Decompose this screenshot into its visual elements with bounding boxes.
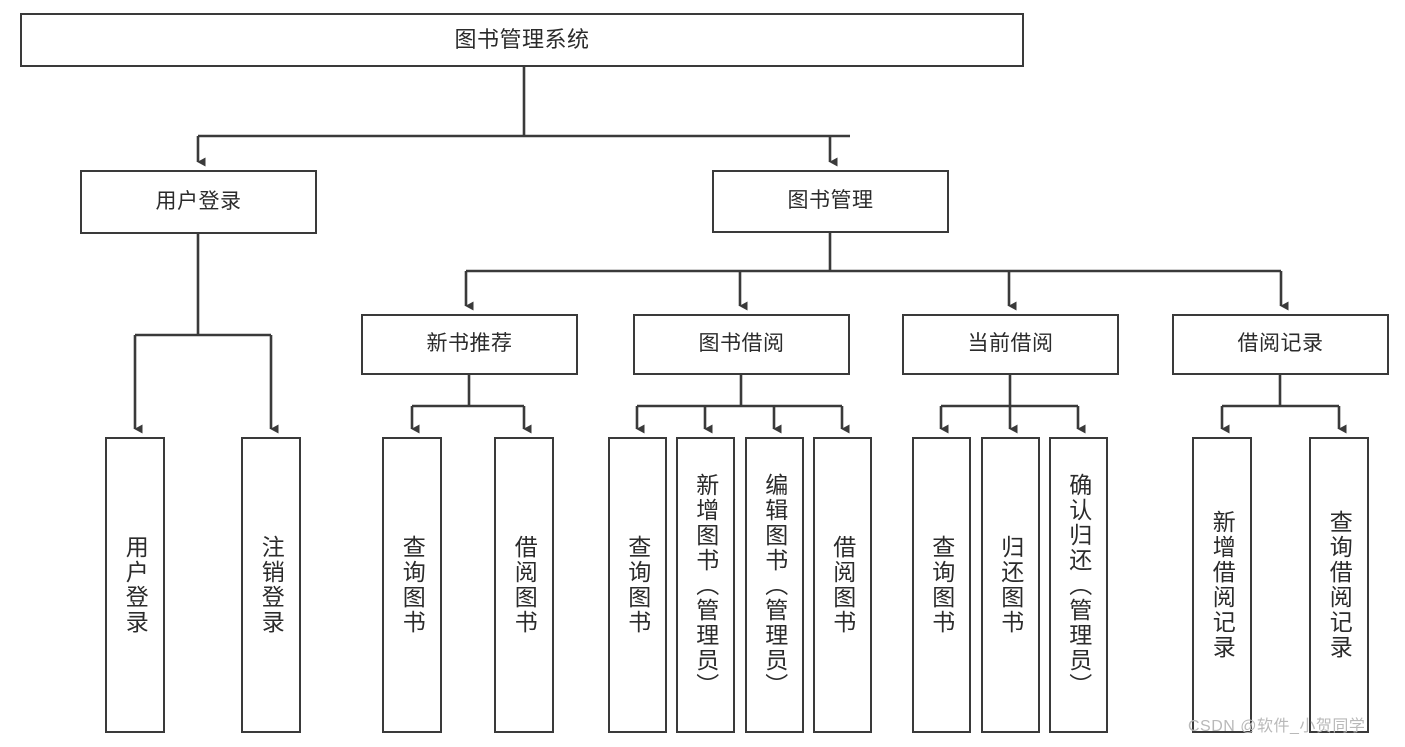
node-leaf-query-book-1[interactable]: 查询图书: [382, 437, 442, 733]
node-label: 编辑图书（管理员）: [761, 472, 788, 698]
node-label: 新增图书（管理员）: [692, 472, 719, 698]
node-leaf-borrow-book-1[interactable]: 借阅图书: [494, 437, 554, 733]
node-label: 确认归还（管理员）: [1065, 472, 1092, 698]
node-leaf-add-book-admin[interactable]: 新增图书（管理员）: [676, 437, 735, 733]
node-label: 查询借阅记录: [1326, 510, 1353, 660]
node-leaf-query-borrowing-record[interactable]: 查询借阅记录: [1309, 437, 1369, 733]
node-label: 图书借阅: [698, 332, 785, 356]
node-user-login[interactable]: 用户登录: [80, 170, 317, 234]
node-root-book-management-system[interactable]: 图书管理系统: [20, 13, 1024, 67]
node-label: 图书管理: [787, 189, 874, 213]
node-leaf-logout[interactable]: 注销登录: [241, 437, 301, 733]
node-label: 归还图书: [997, 535, 1024, 635]
node-leaf-confirm-return-admin[interactable]: 确认归还（管理员）: [1049, 437, 1108, 733]
node-leaf-query-book-2[interactable]: 查询图书: [608, 437, 667, 733]
node-label: 借阅图书: [829, 535, 856, 635]
node-leaf-borrow-book-2[interactable]: 借阅图书: [813, 437, 872, 733]
node-leaf-user-login[interactable]: 用户登录: [105, 437, 165, 733]
node-borrowing-record[interactable]: 借阅记录: [1172, 314, 1389, 375]
node-label: 借阅记录: [1237, 332, 1324, 356]
node-label: 注销登录: [258, 535, 285, 635]
node-label: 当前借阅: [967, 332, 1054, 356]
node-label: 查询图书: [399, 535, 426, 635]
node-label: 新增借阅记录: [1209, 510, 1236, 660]
node-current-borrowing[interactable]: 当前借阅: [902, 314, 1119, 375]
node-book-management[interactable]: 图书管理: [712, 170, 949, 233]
node-label: 用户登录: [122, 535, 149, 635]
node-leaf-add-borrowing-record[interactable]: 新增借阅记录: [1192, 437, 1252, 733]
node-label: 图书管理系统: [454, 27, 590, 53]
node-new-book-recommendation[interactable]: 新书推荐: [361, 314, 578, 375]
node-book-borrowing[interactable]: 图书借阅: [633, 314, 850, 375]
node-label: 用户登录: [155, 189, 242, 213]
csdn-watermark: CSDN @软件_小贺同学: [1188, 718, 1366, 735]
node-label: 查询图书: [928, 535, 955, 635]
node-leaf-return-book[interactable]: 归还图书: [981, 437, 1040, 733]
node-label: 新书推荐: [426, 332, 513, 356]
node-label: 查询图书: [624, 535, 651, 635]
node-label: 借阅图书: [511, 535, 538, 635]
node-leaf-query-book-3[interactable]: 查询图书: [912, 437, 971, 733]
node-leaf-edit-book-admin[interactable]: 编辑图书（管理员）: [745, 437, 804, 733]
